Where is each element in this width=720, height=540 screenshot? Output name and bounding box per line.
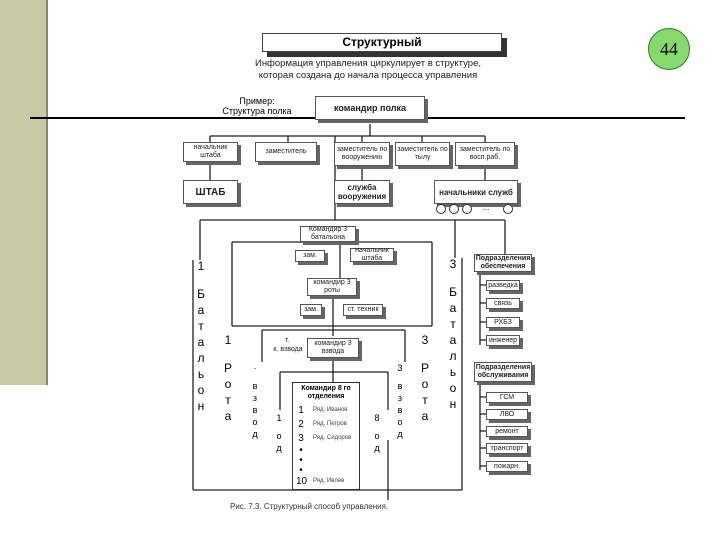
platoon-b-word: в з в о д (397, 381, 403, 439)
battalion-commander-box: Командир 3 батальона (300, 226, 356, 242)
maintenance-units-box: Подразделения обслуживания (474, 362, 532, 382)
deputy-box: заместитель (255, 142, 317, 162)
example-line-1: Пример: (239, 96, 275, 106)
company-1-word: Р о т а (223, 361, 232, 423)
slide-side-stripe (0, 0, 48, 385)
roster-row-num: 2 (298, 419, 304, 430)
squad-roster-title: Командир 8 го отделения (301, 385, 351, 400)
arms-service-box: служба вооружения (334, 180, 390, 204)
battalion-staff-box: начальник штаба (350, 247, 394, 262)
roster-row-text: Ряд. Петров (313, 421, 347, 427)
service-circle-3 (462, 204, 472, 214)
deputy-edu-box: заместитель по восп.раб. (455, 142, 515, 166)
roster-row-num: • (299, 445, 303, 456)
deputy-arms-box: заместитель по вооружению (334, 142, 390, 166)
battalion-3-word: Б а т а л ь о н (449, 285, 457, 411)
support-item-box: разведка (486, 280, 520, 291)
roster-row-num: • (299, 465, 303, 476)
company-techchief-box: ст. техник (343, 304, 383, 316)
slide-title: Структурный (262, 33, 502, 52)
shtab-box: ШТАБ (183, 180, 238, 204)
company-1-num: 1 (224, 333, 232, 347)
platoon-a-num: · (253, 363, 257, 373)
service-circle-4 (503, 204, 513, 214)
squad-8-word: о д (374, 431, 380, 453)
service-dots: ... (482, 203, 490, 212)
squad-1-word: о д (276, 431, 282, 453)
company-3-num: 3 (421, 333, 429, 347)
maintenance-item-box: пожарн. (486, 461, 528, 472)
support-item-box: связь (486, 298, 520, 309)
service-chiefs-box: начальники служб (434, 180, 518, 204)
squad-1-num: 1 (276, 413, 282, 423)
example-label: Пример: Структура полка (222, 96, 292, 116)
roster-row-num: 10 (296, 476, 308, 487)
support-item-box: инженер (486, 335, 520, 346)
roster-row-num: • (299, 455, 303, 466)
roster-row-text: Ряд. Иванов (313, 407, 348, 413)
battalion-1-word: Б а т а л ь о н (197, 287, 205, 413)
maintenance-item-box: ГСМ (486, 392, 528, 403)
slide-number-badge: 44 (648, 28, 690, 70)
company-deputy-box: зам. (300, 304, 322, 316)
battalion-deputy-box: зам. (295, 250, 325, 262)
maintenance-item-box: ремонт (486, 426, 528, 437)
squad-roster-box: Командир 8 го отделения 1 Ряд. Иванов 2 … (292, 382, 360, 490)
company-tech-label: т. (284, 337, 290, 344)
company-commander-box: командир 3 роты (307, 278, 357, 296)
battalion-3-num: 3 (449, 257, 457, 271)
roster-row-num: 1 (298, 405, 304, 416)
maintenance-item-box: ЛВО (486, 409, 528, 420)
support-item-box: РХБЗ (486, 317, 520, 328)
staff-chief-box: начальник штаба (183, 142, 238, 162)
regiment-commander-box: командир полка (315, 96, 425, 120)
platoon-a-word: в з в о д (252, 381, 258, 439)
squad-8-num: 8 (374, 413, 380, 423)
service-circle-1 (436, 204, 446, 214)
example-line-2: Структура полка (222, 106, 292, 116)
deputy-rear-box: заместитель по тылу (395, 142, 450, 166)
roster-row-text: Ряд. Ивлев (313, 478, 345, 484)
platoon-commander-box: командир 3 взвода (307, 338, 359, 358)
platoon-deputy-label: к. взвода (273, 346, 303, 353)
company-3-word: Р о т а (420, 361, 429, 423)
maintenance-item-box: транспорт (486, 443, 528, 454)
figure-caption: Рис. 7.3. Структурный способ управления. (230, 502, 389, 511)
support-units-box: Подразделения обеспечения (474, 254, 532, 272)
service-circle-2 (449, 204, 459, 214)
roster-row-text: Ряд. Сидоров (313, 435, 352, 441)
roster-row-num: 3 (298, 433, 304, 444)
battalion-1-num: 1 (197, 259, 205, 273)
platoon-b-num: 3 (397, 363, 403, 373)
slide-subtitle: Информация управления циркулирует в стру… (254, 58, 481, 81)
